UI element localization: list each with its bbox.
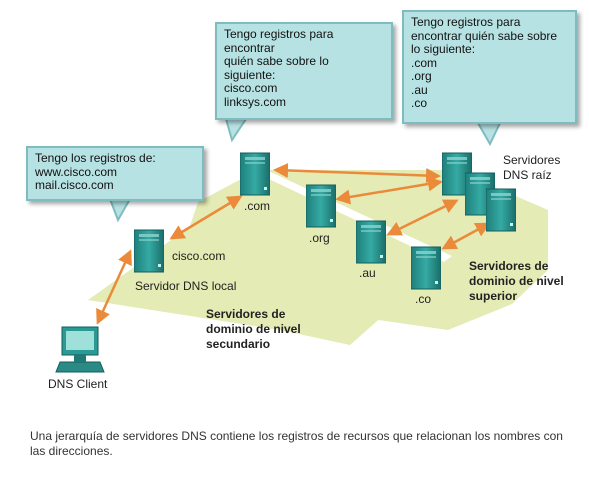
callout-tail-com bbox=[224, 118, 248, 143]
label-dns-client: DNS Client bbox=[48, 377, 108, 391]
secondary-zone bbox=[88, 170, 448, 345]
label-org: .org bbox=[309, 231, 330, 245]
label-local-dns: Servidor DNS local bbox=[135, 279, 237, 293]
arrow-client-to-local bbox=[96, 249, 132, 325]
zone-label-line: Servidores de bbox=[206, 307, 286, 321]
arrow-local-to-com bbox=[169, 195, 243, 240]
label-co: .co bbox=[415, 292, 432, 306]
zone-label-line: dominio de nivel bbox=[206, 322, 301, 336]
label-com: .com bbox=[244, 199, 271, 213]
callout-line: siguiente: bbox=[224, 67, 276, 82]
callout-line: .au bbox=[411, 82, 428, 97]
callout-local-dns: Tengo los registros de: www.cisco.com ma… bbox=[26, 146, 204, 201]
zone-label-secondary: Servidores de dominio de nivel secundari… bbox=[206, 307, 301, 352]
callout-line: Tengo los registros de: bbox=[35, 151, 156, 165]
arrow-org-to-root bbox=[335, 176, 443, 205]
server-au-icon bbox=[356, 220, 386, 264]
callout-line: quién sabe sobre lo bbox=[224, 54, 329, 68]
server-org-icon bbox=[306, 184, 336, 228]
callout-tail-root bbox=[476, 122, 502, 147]
callout-line: Tengo registros para bbox=[411, 15, 521, 29]
server-com-icon bbox=[240, 152, 270, 196]
callout-line: .co bbox=[411, 96, 428, 110]
computer-icon bbox=[55, 326, 105, 373]
arrow-co-to-root bbox=[441, 222, 491, 250]
callout-line: encontrar bbox=[224, 40, 275, 55]
server-cisco-icon bbox=[134, 229, 164, 273]
label-root-dns-2: DNS raíz bbox=[503, 168, 552, 182]
server-co-icon bbox=[411, 246, 441, 290]
callout-line: mail.cisco.com bbox=[35, 178, 114, 192]
zone-label-line: Servidores de bbox=[469, 259, 549, 273]
label-au: .au bbox=[359, 266, 376, 280]
label-root-dns-1: Servidores bbox=[503, 153, 561, 167]
callout-line: encontrar quién sabe sobre bbox=[411, 28, 558, 43]
arrow-au-to-root bbox=[386, 199, 459, 236]
callout-line: Tengo registros para bbox=[224, 27, 334, 41]
callout-line: www.cisco.com bbox=[35, 164, 118, 179]
zone-label-top: Servidores de dominio de nivel superior bbox=[469, 259, 564, 304]
callout-line: cisco.com bbox=[224, 81, 278, 95]
zone-label-line: superior bbox=[469, 289, 518, 303]
callout-com-server: Tengo registros para encontrar quién sab… bbox=[215, 22, 393, 120]
callout-line: lo siguiente: bbox=[411, 42, 476, 56]
callout-root-servers: Tengo registros para encontrar quién sab… bbox=[402, 10, 577, 124]
callout-line: .org bbox=[411, 69, 432, 83]
callout-line: .com bbox=[411, 55, 438, 70]
label-cisco-com: cisco.com bbox=[172, 249, 226, 263]
root-server-3-icon bbox=[486, 188, 516, 232]
figure-caption: Una jerarquía de servidores DNS contiene… bbox=[30, 429, 563, 458]
zone-divider bbox=[254, 168, 452, 262]
callout-line: linksys.com bbox=[224, 94, 287, 109]
arrow-com-to-root bbox=[273, 162, 441, 184]
callout-tail-local bbox=[108, 198, 132, 223]
zone-label-line: dominio de nivel bbox=[469, 274, 564, 288]
zone-label-line: secundario bbox=[206, 337, 271, 351]
